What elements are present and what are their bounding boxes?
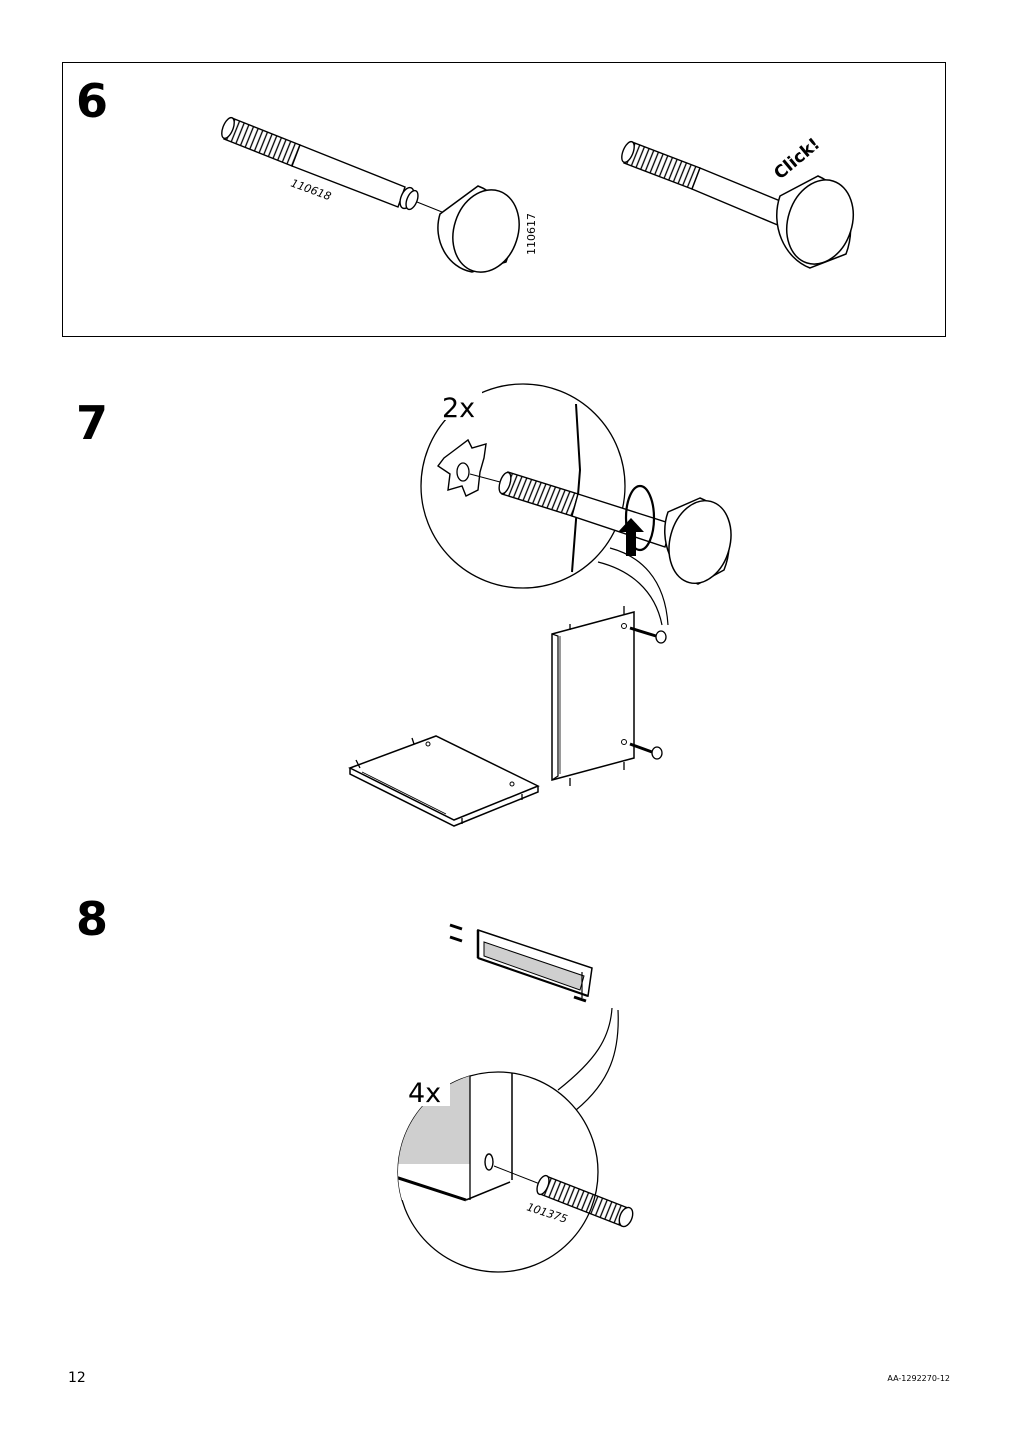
small-bolt-top-icon: [629, 626, 667, 644]
side-panel-icon: [551, 606, 635, 786]
quantity-label-4x: 4x: [408, 1078, 441, 1109]
document-code: AA-1292270-12: [887, 1374, 950, 1383]
small-bolt-bottom-icon: [629, 742, 663, 760]
dowel-101375-icon: [536, 1174, 634, 1228]
step-7-illustration: 2x: [348, 383, 732, 827]
step-6-frame: [62, 62, 946, 337]
quantity-label-2x: 2x: [442, 393, 475, 424]
dowel-hole-icon: [484, 1153, 494, 1171]
base-panel-icon: [348, 735, 540, 827]
knob-110617-icon: [437, 185, 520, 273]
part-label-110618: 110618: [289, 177, 333, 204]
assembled-bolt-knob-icon: [621, 140, 854, 269]
step-8-number: 8: [76, 892, 109, 946]
step-7-number: 7: [76, 396, 109, 450]
bolt-icon: [498, 471, 673, 548]
step-8-illustration: 4x 101375: [397, 923, 634, 1273]
part-label-110617: 110617: [525, 213, 538, 255]
bolt-110618-icon: [221, 116, 419, 211]
t-nut-icon: [436, 438, 487, 497]
step-6-number: 6: [76, 74, 109, 128]
page-number: 12: [68, 1370, 86, 1386]
rail-icon: [476, 928, 593, 998]
rotate-arrow-icon: [618, 484, 656, 556]
step-6-illustration: 110618 110617 Click!: [221, 116, 854, 273]
knob-icon: [664, 497, 732, 585]
